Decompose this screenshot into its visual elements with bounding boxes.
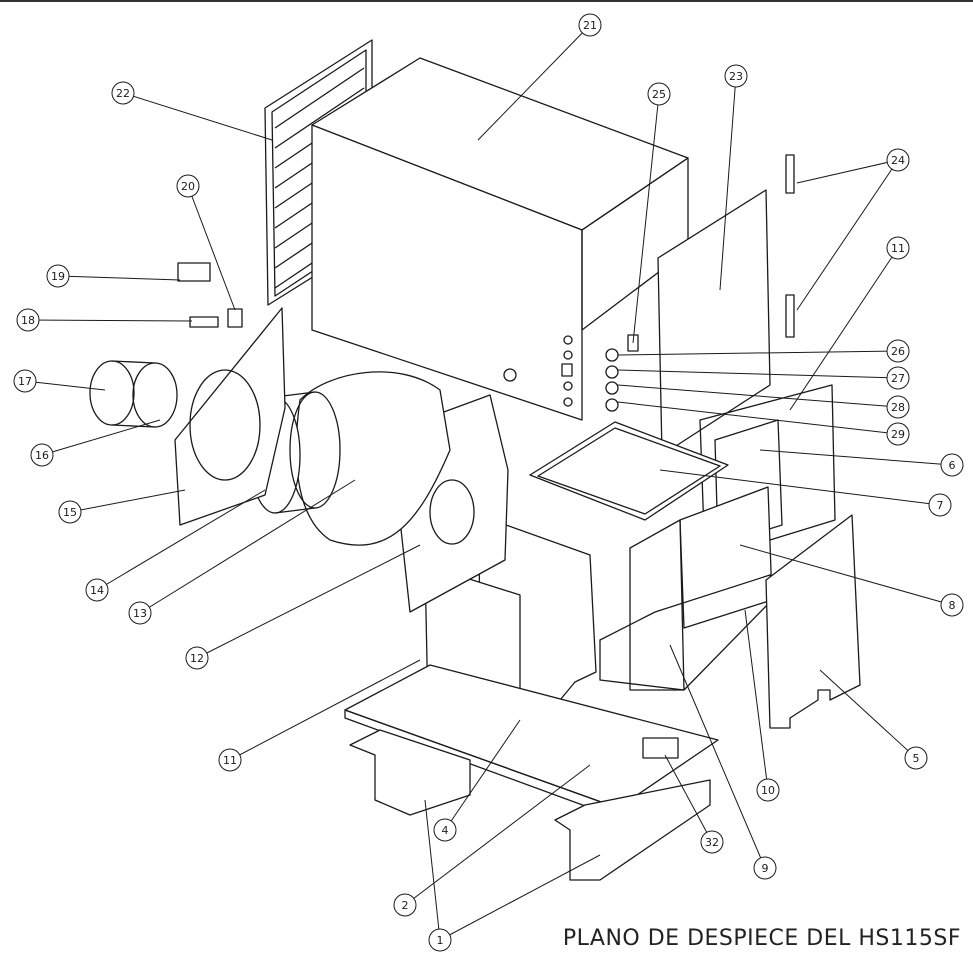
callout-6: 6 — [940, 453, 964, 477]
part-24-bracket-a — [785, 154, 795, 194]
callout-13: 13 — [128, 601, 152, 625]
callout-label: 32 — [705, 836, 719, 849]
part-24-bracket-b — [785, 294, 795, 338]
callout-label: 9 — [762, 862, 769, 875]
callout-label: 20 — [181, 180, 195, 193]
callout-label: 25 — [652, 88, 666, 101]
callout-label: 26 — [891, 345, 905, 358]
part-15-side-plate — [174, 307, 286, 526]
callout-label: 15 — [63, 506, 77, 519]
callout-label: 19 — [51, 270, 65, 283]
callout-11: 11 — [886, 236, 910, 260]
callout-29: 29 — [886, 422, 910, 446]
callout-12: 12 — [185, 646, 209, 670]
callout-label: 28 — [891, 401, 905, 414]
callout-4: 4 — [433, 818, 457, 842]
callout-21: 21 — [578, 13, 602, 37]
callout-20: 20 — [176, 174, 200, 198]
part-21-cabinet — [311, 57, 689, 421]
callout-27: 27 — [886, 366, 910, 390]
callout-label: 5 — [913, 752, 920, 765]
callout-15: 15 — [58, 500, 82, 524]
callout-label: 2 — [402, 899, 409, 912]
callout-23: 23 — [724, 64, 748, 88]
part-5-front-panel — [765, 514, 861, 729]
callout-18: 18 — [16, 308, 40, 332]
callout-16: 16 — [30, 443, 54, 467]
callout-label: 12 — [190, 652, 204, 665]
callout-24: 24 — [886, 148, 910, 172]
part-19-component — [177, 262, 211, 282]
callout-label: 29 — [891, 428, 905, 441]
callout-label: 6 — [949, 459, 956, 472]
callout-label: 11 — [891, 242, 905, 255]
frame-top-border — [0, 0, 973, 2]
callout-label: 21 — [583, 19, 597, 32]
callout-5: 5 — [904, 746, 928, 770]
leader-lines — [24, 24, 953, 941]
part-18-component — [189, 316, 219, 328]
callout-label: 27 — [891, 372, 905, 385]
callout-label: 1 — [437, 934, 444, 947]
callout-8: 8 — [940, 593, 964, 617]
part-28-fitting — [605, 381, 619, 395]
part-1-rail-b — [554, 779, 711, 881]
callout-label: 16 — [35, 449, 49, 462]
callout-label: 4 — [442, 824, 449, 837]
part-27-fitting — [605, 365, 619, 379]
callout-label: 7 — [937, 499, 944, 512]
callout-1: 1 — [428, 928, 452, 952]
callout-10: 10 — [756, 778, 780, 802]
callout-26: 26 — [886, 339, 910, 363]
callout-label: 10 — [761, 784, 775, 797]
callout-2: 2 — [393, 893, 417, 917]
callout-label: 22 — [116, 87, 130, 100]
callout-19: 19 — [46, 264, 70, 288]
part-32-control — [642, 737, 679, 759]
part-17-motor — [89, 360, 178, 428]
callout-label: 24 — [891, 154, 905, 167]
drawing-title: PLANO DE DESPIECE DEL HS115SF — [562, 926, 961, 951]
callout-label: 18 — [21, 314, 35, 327]
part-23-panel — [657, 189, 771, 456]
callout-11: 11 — [218, 748, 242, 772]
callout-label: 11 — [223, 754, 237, 767]
callout-17: 17 — [13, 369, 37, 393]
part-29-fitting — [605, 398, 619, 412]
callout-14: 14 — [85, 578, 109, 602]
callout-25: 25 — [647, 82, 671, 106]
callout-9: 9 — [753, 856, 777, 880]
callout-label: 14 — [90, 584, 104, 597]
callout-label: 17 — [18, 375, 32, 388]
callout-7: 7 — [928, 493, 952, 517]
part-1-rail-a — [349, 729, 471, 816]
callout-label: 23 — [729, 70, 743, 83]
part-7-tray — [529, 421, 729, 521]
callout-label: 8 — [949, 599, 956, 612]
callout-22: 22 — [111, 81, 135, 105]
callout-28: 28 — [886, 395, 910, 419]
callout-32: 32 — [700, 830, 724, 854]
callout-label: 13 — [133, 607, 147, 620]
